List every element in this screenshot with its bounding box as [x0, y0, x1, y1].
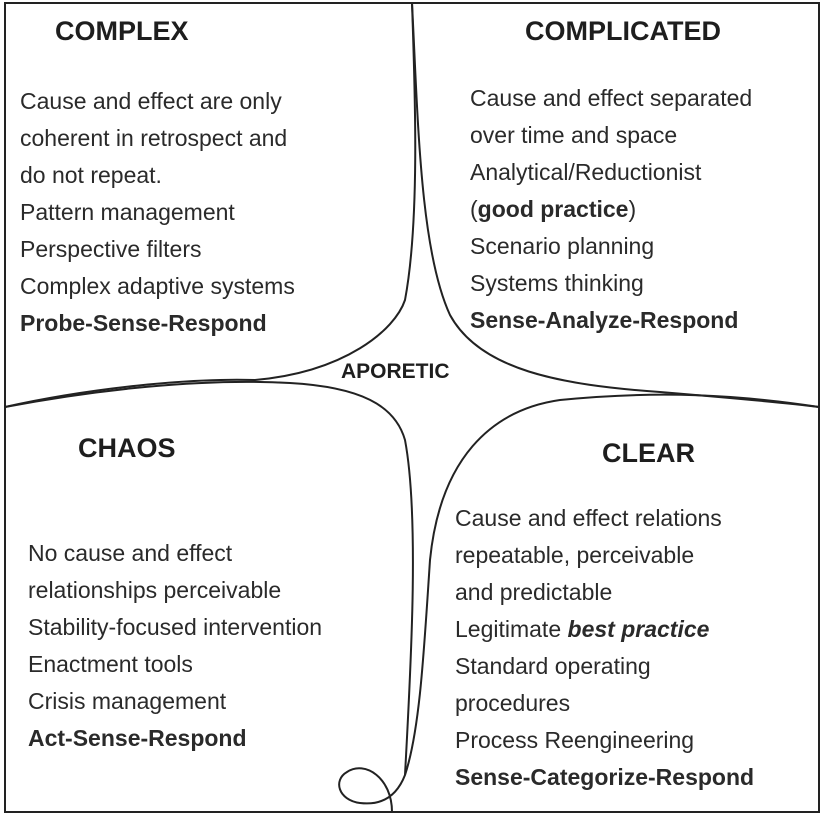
complicated-description: Cause and effect separated over time and… [470, 80, 752, 339]
complex-title: COMPLEX [55, 16, 189, 46]
clear-boundary [338, 393, 820, 813]
clear-line: Standard operating [455, 653, 651, 679]
complicated-approach: Sense-Analyze-Respond [470, 307, 739, 333]
complicated-line: over time and space [470, 122, 678, 148]
complicated-line: Scenario planning [470, 233, 655, 259]
complex-line: coherent in retrospect and [20, 125, 288, 151]
complex-line: Pattern management [20, 199, 235, 225]
chaos-title: CHAOS [78, 433, 176, 463]
chaos-line: Enactment tools [28, 651, 193, 677]
clear-title: CLEAR [602, 438, 695, 468]
clear-description: Cause and effect relations repeatable, p… [455, 500, 754, 796]
chaos-line: Crisis management [28, 688, 227, 714]
clear-line: and predictable [455, 579, 613, 605]
complicated-title: COMPLICATED [525, 16, 721, 46]
clear-line: repeatable, perceivable [455, 542, 695, 568]
complex-description: Cause and effect are only coherent in re… [20, 83, 295, 342]
clear-legitimate-line: Legitimate best practice [455, 611, 754, 648]
complex-boundary [4, 2, 417, 408]
clear-line: Process Reengineering [455, 727, 695, 753]
complex-line: Perspective filters [20, 236, 202, 262]
practice-close-paren: ) [628, 196, 637, 222]
chaos-line: relationships perceivable [28, 577, 282, 603]
best-practice: best practice [567, 616, 710, 642]
chaos-boundary [4, 380, 414, 776]
legitimate-prefix: Legitimate [455, 616, 568, 642]
complicated-line: Analytical/Reductionist [470, 159, 702, 185]
chaos-description: No cause and effect relationships percei… [28, 535, 322, 757]
complicated-practice-line: (good practice) [470, 191, 752, 228]
clear-approach: Sense-Categorize-Respond [455, 764, 755, 790]
complex-line: do not repeat. [20, 162, 162, 188]
complex-line: Complex adaptive systems [20, 273, 295, 299]
complex-line: Cause and effect are only [20, 88, 282, 114]
aporetic-label: APORETIC [341, 360, 450, 383]
practice-open-paren: ( [470, 196, 478, 222]
good-practice: good practice [477, 196, 629, 222]
complex-approach: Probe-Sense-Respond [20, 310, 267, 336]
clear-line: procedures [455, 690, 571, 716]
complicated-line: Systems thinking [470, 270, 644, 296]
complicated-line: Cause and effect separated [470, 85, 753, 111]
chaos-approach: Act-Sense-Respond [28, 725, 247, 751]
chaos-line: Stability-focused intervention [28, 614, 323, 640]
chaos-line: No cause and effect [28, 540, 233, 566]
clear-line: Cause and effect relations [455, 505, 722, 531]
